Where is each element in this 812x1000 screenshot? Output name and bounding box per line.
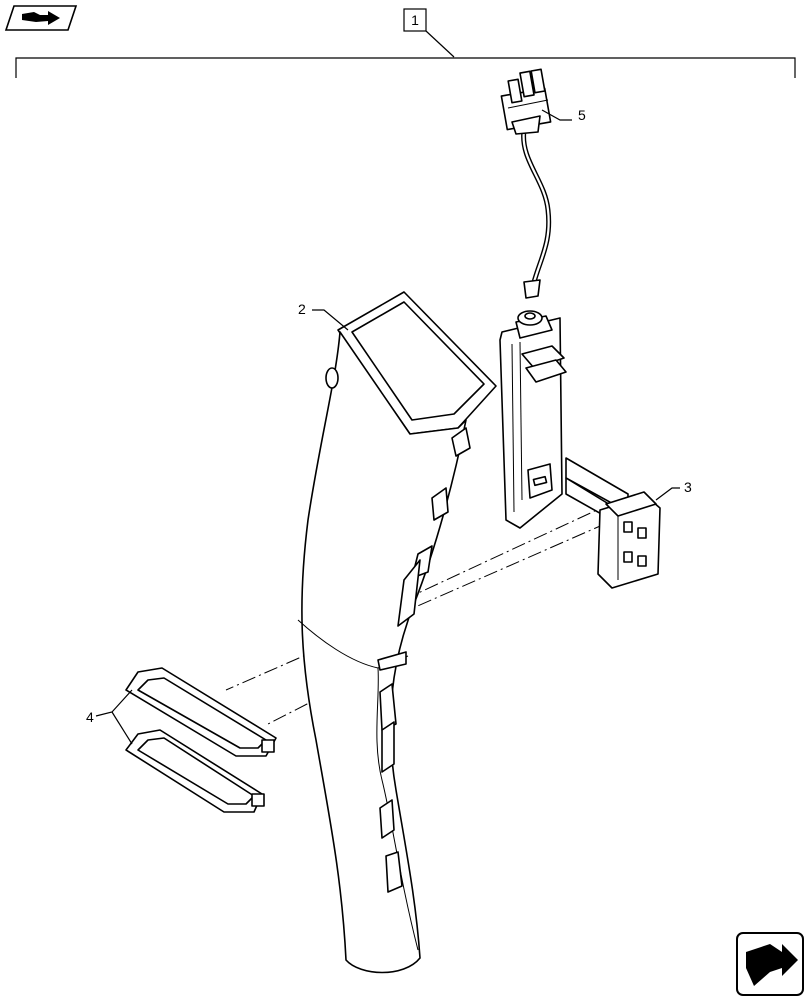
mounting-bracket — [565, 457, 661, 589]
callout-label-2: 2 — [298, 301, 306, 317]
harness-callout: 5 — [541, 107, 586, 123]
callout-label-3: 3 — [684, 479, 692, 495]
wire-harness — [500, 68, 552, 299]
bracket-callout: 3 — [655, 479, 692, 501]
air-duct — [297, 291, 497, 974]
next-page-arrow-icon[interactable] — [736, 932, 804, 996]
callout-label-1: 1 — [411, 12, 419, 28]
duct-callout: 2 — [298, 301, 349, 331]
sensor-housing — [499, 310, 567, 529]
assembly-callout: 1 — [15, 8, 796, 78]
callout-label-4: 4 — [86, 709, 94, 725]
callout-label-5: 5 — [578, 107, 586, 123]
gaskets-callout: 4 — [86, 689, 133, 745]
book-arrow-icon[interactable] — [4, 5, 78, 31]
gasket-upper — [125, 667, 277, 757]
assembly-bracket-line — [15, 57, 796, 78]
gasket-lower — [125, 729, 265, 813]
